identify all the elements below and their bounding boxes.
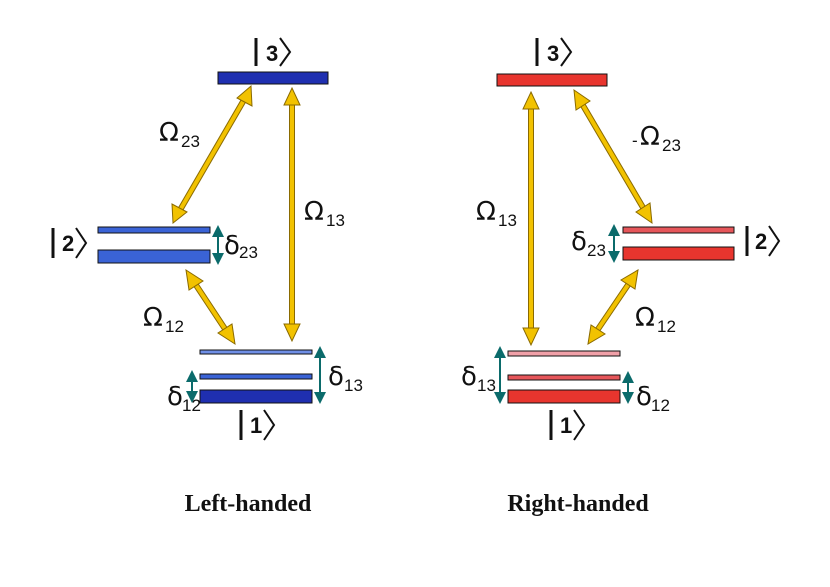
left-omega13-symbol: Ω — [304, 197, 324, 227]
left-omega12-arrow — [185, 268, 236, 346]
right-level-1-top-bar — [507, 350, 621, 357]
left-handed-panel: 3 2 δ 23 1 δ 13 δ 12 — [51, 37, 363, 517]
left-omega12-symbol: Ω — [143, 303, 163, 333]
right-delta12-sub: 12 — [651, 396, 670, 415]
right-delta23-symbol: δ — [571, 227, 587, 257]
right-omega23-arrow — [573, 88, 653, 225]
left-level-1-bottom-bar — [199, 389, 313, 404]
left-omega13-arrow — [283, 86, 301, 343]
right-omega12-arrow — [587, 269, 639, 345]
left-caption: Left-handed — [185, 491, 312, 517]
right-omega23-sub: 23 — [662, 136, 681, 155]
right-level-2-lower-bar — [622, 246, 735, 261]
left-omega23-sub: 23 — [181, 132, 200, 151]
left-level-3-bar — [217, 71, 329, 85]
right-ket-3: 3 — [535, 37, 573, 67]
right-ket-1-label: 1 — [560, 413, 572, 438]
left-delta12-sub: 12 — [182, 396, 201, 415]
right-handed-panel: 3 2 δ 23 1 δ 13 δ 12 — [461, 37, 781, 517]
right-level-3-bar — [496, 73, 608, 87]
left-delta13-sub: 13 — [344, 376, 363, 395]
left-delta13-symbol: δ — [328, 362, 344, 392]
right-delta23-sub: 23 — [587, 241, 606, 260]
left-delta23-symbol: δ — [224, 231, 240, 261]
right-delta12-symbol: δ — [636, 382, 652, 412]
left-omega13-sub: 13 — [326, 211, 345, 230]
left-omega12-sub: 12 — [165, 317, 184, 336]
right-delta13-sub: 13 — [477, 376, 496, 395]
right-omega13-symbol: Ω — [476, 197, 496, 227]
left-ket-2-label: 2 — [62, 231, 74, 256]
right-ket-2: 2 — [745, 225, 781, 257]
right-level-1-bottom-bar — [507, 389, 621, 404]
left-ket-3-label: 3 — [266, 41, 278, 66]
right-omega23-prefix: - — [632, 131, 638, 150]
right-omega23-symbol: Ω — [640, 122, 660, 152]
left-level-2-upper-bar — [97, 226, 211, 234]
left-ket-1-label: 1 — [250, 413, 262, 438]
right-delta13-symbol: δ — [461, 362, 477, 392]
left-ket-1: 1 — [239, 409, 276, 441]
right-omega12-sub: 12 — [657, 317, 676, 336]
right-ket-1: 1 — [549, 409, 586, 441]
right-caption: Right-handed — [507, 491, 649, 517]
left-ket-2: 2 — [51, 227, 88, 259]
left-omega23-arrow — [171, 84, 253, 224]
right-level-2-upper-bar — [622, 226, 735, 234]
left-level-1-mid-bar — [199, 373, 313, 380]
right-omega13-sub: 13 — [498, 211, 517, 230]
left-level-2-lower-bar — [97, 249, 211, 264]
left-level-1-top-bar — [199, 349, 313, 355]
right-level-1-mid-bar — [507, 374, 621, 381]
left-delta23-sub: 23 — [239, 243, 258, 262]
right-ket-3-label: 3 — [547, 41, 559, 66]
left-ket-3: 3 — [254, 37, 292, 67]
right-omega12-symbol: Ω — [635, 303, 655, 333]
left-delta12-symbol: δ — [167, 382, 183, 412]
right-ket-2-label: 2 — [755, 229, 767, 254]
left-omega23-symbol: Ω — [159, 118, 179, 148]
right-omega13-arrow — [522, 90, 540, 347]
